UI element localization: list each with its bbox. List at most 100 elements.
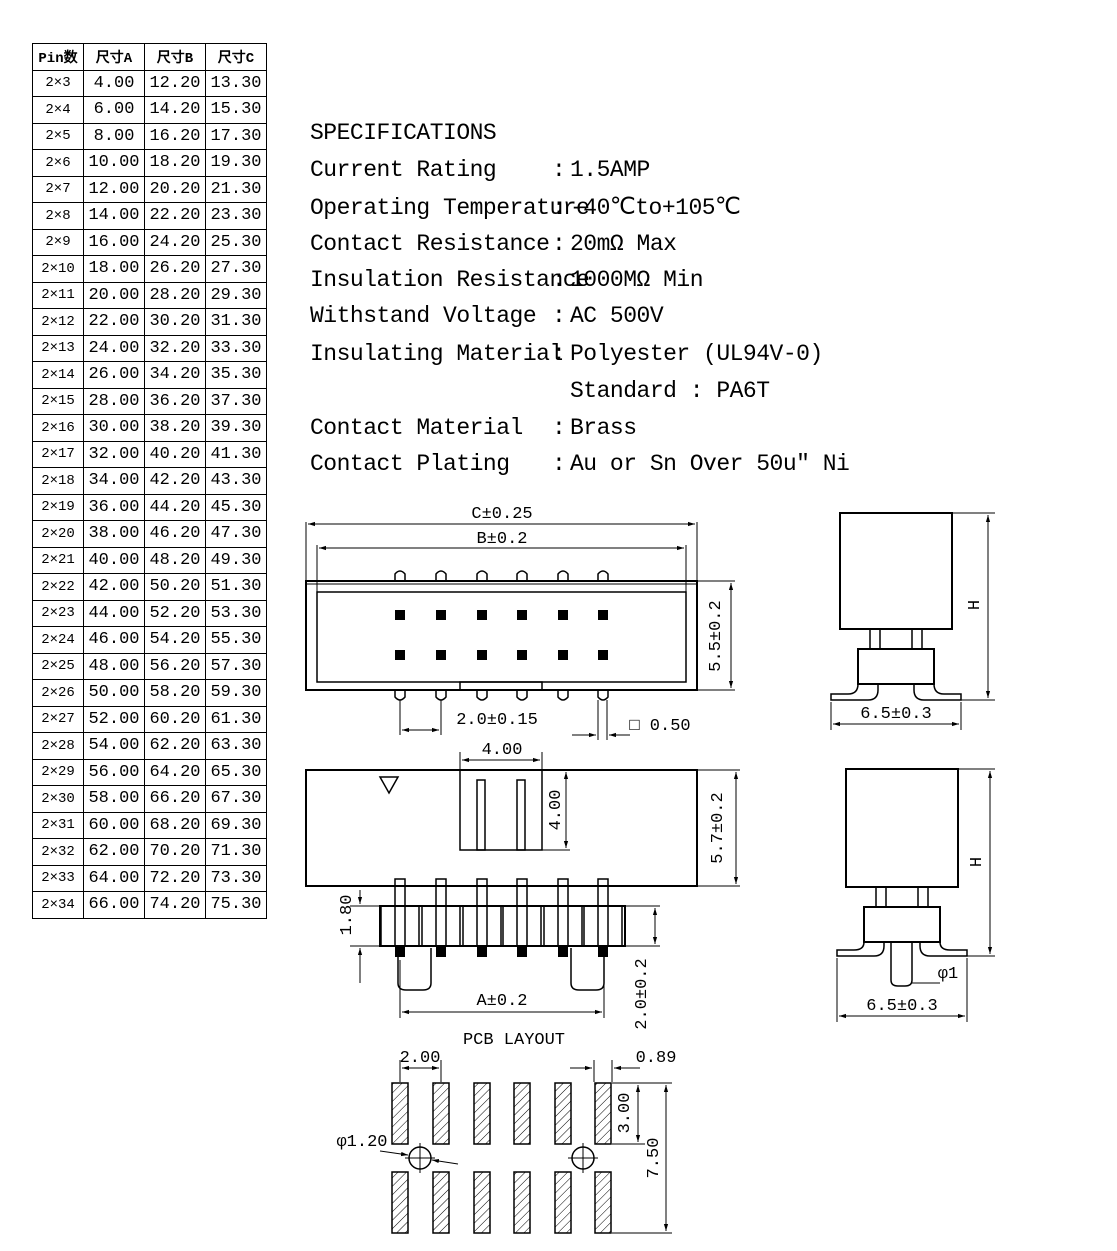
size-c-cell: 25.30 bbox=[205, 228, 267, 256]
spec-value: Au or Sn Over 50u" Ni bbox=[570, 451, 850, 477]
dimension-labels: C±0.25 B±0.2 5.5±0.2 2.0±0.15 □ 0.50 4.0… bbox=[336, 505, 987, 1178]
header-body-front bbox=[305, 769, 698, 887]
size-a-cell: 14.00 bbox=[83, 202, 145, 230]
size-a-cell: 50.00 bbox=[83, 679, 145, 707]
size-a-cell: 64.00 bbox=[83, 864, 145, 892]
spec-row: Contact Resistance:20mΩ Max bbox=[310, 231, 677, 257]
front-pin-body bbox=[435, 905, 447, 947]
spec-label: Withstand Voltage bbox=[310, 303, 537, 329]
header-size-c: 尺寸C bbox=[205, 43, 267, 71]
size-c-cell: 19.30 bbox=[205, 149, 267, 177]
size-a-cell: 54.00 bbox=[83, 732, 145, 760]
side-view-bottom bbox=[836, 768, 995, 1022]
size-c-cell: 15.30 bbox=[205, 96, 267, 124]
size-a-cell: 16.00 bbox=[83, 228, 145, 256]
front-pin-housing bbox=[502, 905, 542, 947]
size-c-cell: 21.30 bbox=[205, 175, 267, 203]
size-b-cell: 44.20 bbox=[144, 493, 206, 521]
side-height-label-bottom: H bbox=[968, 857, 987, 867]
size-b-cell: 28.20 bbox=[144, 281, 206, 309]
size-c-cell: 23.30 bbox=[205, 202, 267, 230]
size-b-cell: 60.20 bbox=[144, 705, 206, 733]
front-pin-upper bbox=[557, 878, 569, 907]
top-pin-tip bbox=[435, 570, 447, 581]
dim-20-label: 2.0±0.2 bbox=[633, 958, 652, 1029]
pin-square bbox=[477, 610, 487, 620]
spec-row: Operating Temperature:-40℃to+105℃ bbox=[310, 194, 741, 221]
front-pin-upper bbox=[476, 878, 488, 907]
bottom-pin-tip bbox=[394, 690, 406, 701]
header-pin-count: Pin数 bbox=[32, 43, 84, 71]
pin-count-cell: 2×24 bbox=[32, 626, 84, 654]
front-pin-body bbox=[516, 905, 528, 947]
front-pin-solder bbox=[598, 945, 608, 957]
pcb-hole-diameter-label: φ1.20 bbox=[336, 1133, 387, 1152]
front-pin-housing bbox=[380, 905, 420, 947]
front-pin-body bbox=[597, 905, 609, 947]
pin-square bbox=[517, 650, 527, 660]
pin-count-cell: 2×8 bbox=[32, 202, 84, 230]
size-a-cell: 44.00 bbox=[83, 599, 145, 627]
front-pin-upper bbox=[394, 878, 406, 907]
size-c-cell: 57.30 bbox=[205, 652, 267, 680]
spec-label: Contact Plating bbox=[310, 451, 510, 477]
spec-row: Contact Material:Brass bbox=[310, 415, 637, 441]
front-pin-solder bbox=[517, 945, 527, 957]
size-b-cell: 52.20 bbox=[144, 599, 206, 627]
pcb-pad bbox=[432, 1082, 450, 1145]
spec-colon: : bbox=[552, 231, 566, 257]
pcb-pad bbox=[391, 1171, 409, 1234]
pin-count-cell: 2×6 bbox=[32, 149, 84, 177]
size-c-cell: 35.30 bbox=[205, 361, 267, 389]
pcb-pad bbox=[473, 1082, 491, 1145]
pin-square bbox=[598, 650, 608, 660]
header-size-a: 尺寸A bbox=[83, 43, 145, 71]
front-pin-housing bbox=[421, 905, 461, 947]
pcb-pad bbox=[513, 1082, 531, 1145]
pin-count-cell: 2×28 bbox=[32, 732, 84, 760]
dim-55-label: 5.5±0.2 bbox=[707, 600, 726, 671]
pin-count-cell: 2×33 bbox=[32, 864, 84, 892]
bottom-pin-tip bbox=[435, 690, 447, 701]
pcb-pad bbox=[391, 1082, 409, 1145]
size-c-cell: 27.30 bbox=[205, 255, 267, 283]
bottom-pin-tip bbox=[476, 690, 488, 701]
table-header-row: Pin数 尺寸A 尺寸B 尺寸C bbox=[32, 43, 267, 71]
pin-square bbox=[436, 650, 446, 660]
size-c-cell: 65.30 bbox=[205, 758, 267, 786]
size-a-cell: 20.00 bbox=[83, 281, 145, 309]
top-pin-tip bbox=[516, 570, 528, 581]
pin-count-cell: 2×7 bbox=[32, 175, 84, 203]
size-c-cell: 41.30 bbox=[205, 440, 267, 468]
size-a-cell: 52.00 bbox=[83, 705, 145, 733]
pin-count-cell: 2×29 bbox=[32, 758, 84, 786]
front-pin-upper bbox=[435, 878, 447, 907]
spec-value: -40℃to+105℃ bbox=[570, 195, 741, 221]
spec-colon: : bbox=[552, 341, 566, 367]
top-pin-tip bbox=[557, 570, 569, 581]
front-pin-housing bbox=[543, 905, 583, 947]
pin-square bbox=[436, 610, 446, 620]
spec-row: Insulation Resistance:1000MΩ Min bbox=[310, 267, 704, 293]
size-b-cell: 38.20 bbox=[144, 414, 206, 442]
pcb-layout bbox=[379, 1060, 672, 1234]
size-a-cell: 10.00 bbox=[83, 149, 145, 177]
top-pin-tip bbox=[597, 570, 609, 581]
spec-row: Insulating Material:Polyester (UL94V-0) bbox=[310, 341, 823, 367]
pin-count-cell: 2×19 bbox=[32, 493, 84, 521]
pin-count-cell: 2×4 bbox=[32, 96, 84, 124]
pcb-pad bbox=[432, 1171, 450, 1234]
pin-count-cell: 2×31 bbox=[32, 811, 84, 839]
